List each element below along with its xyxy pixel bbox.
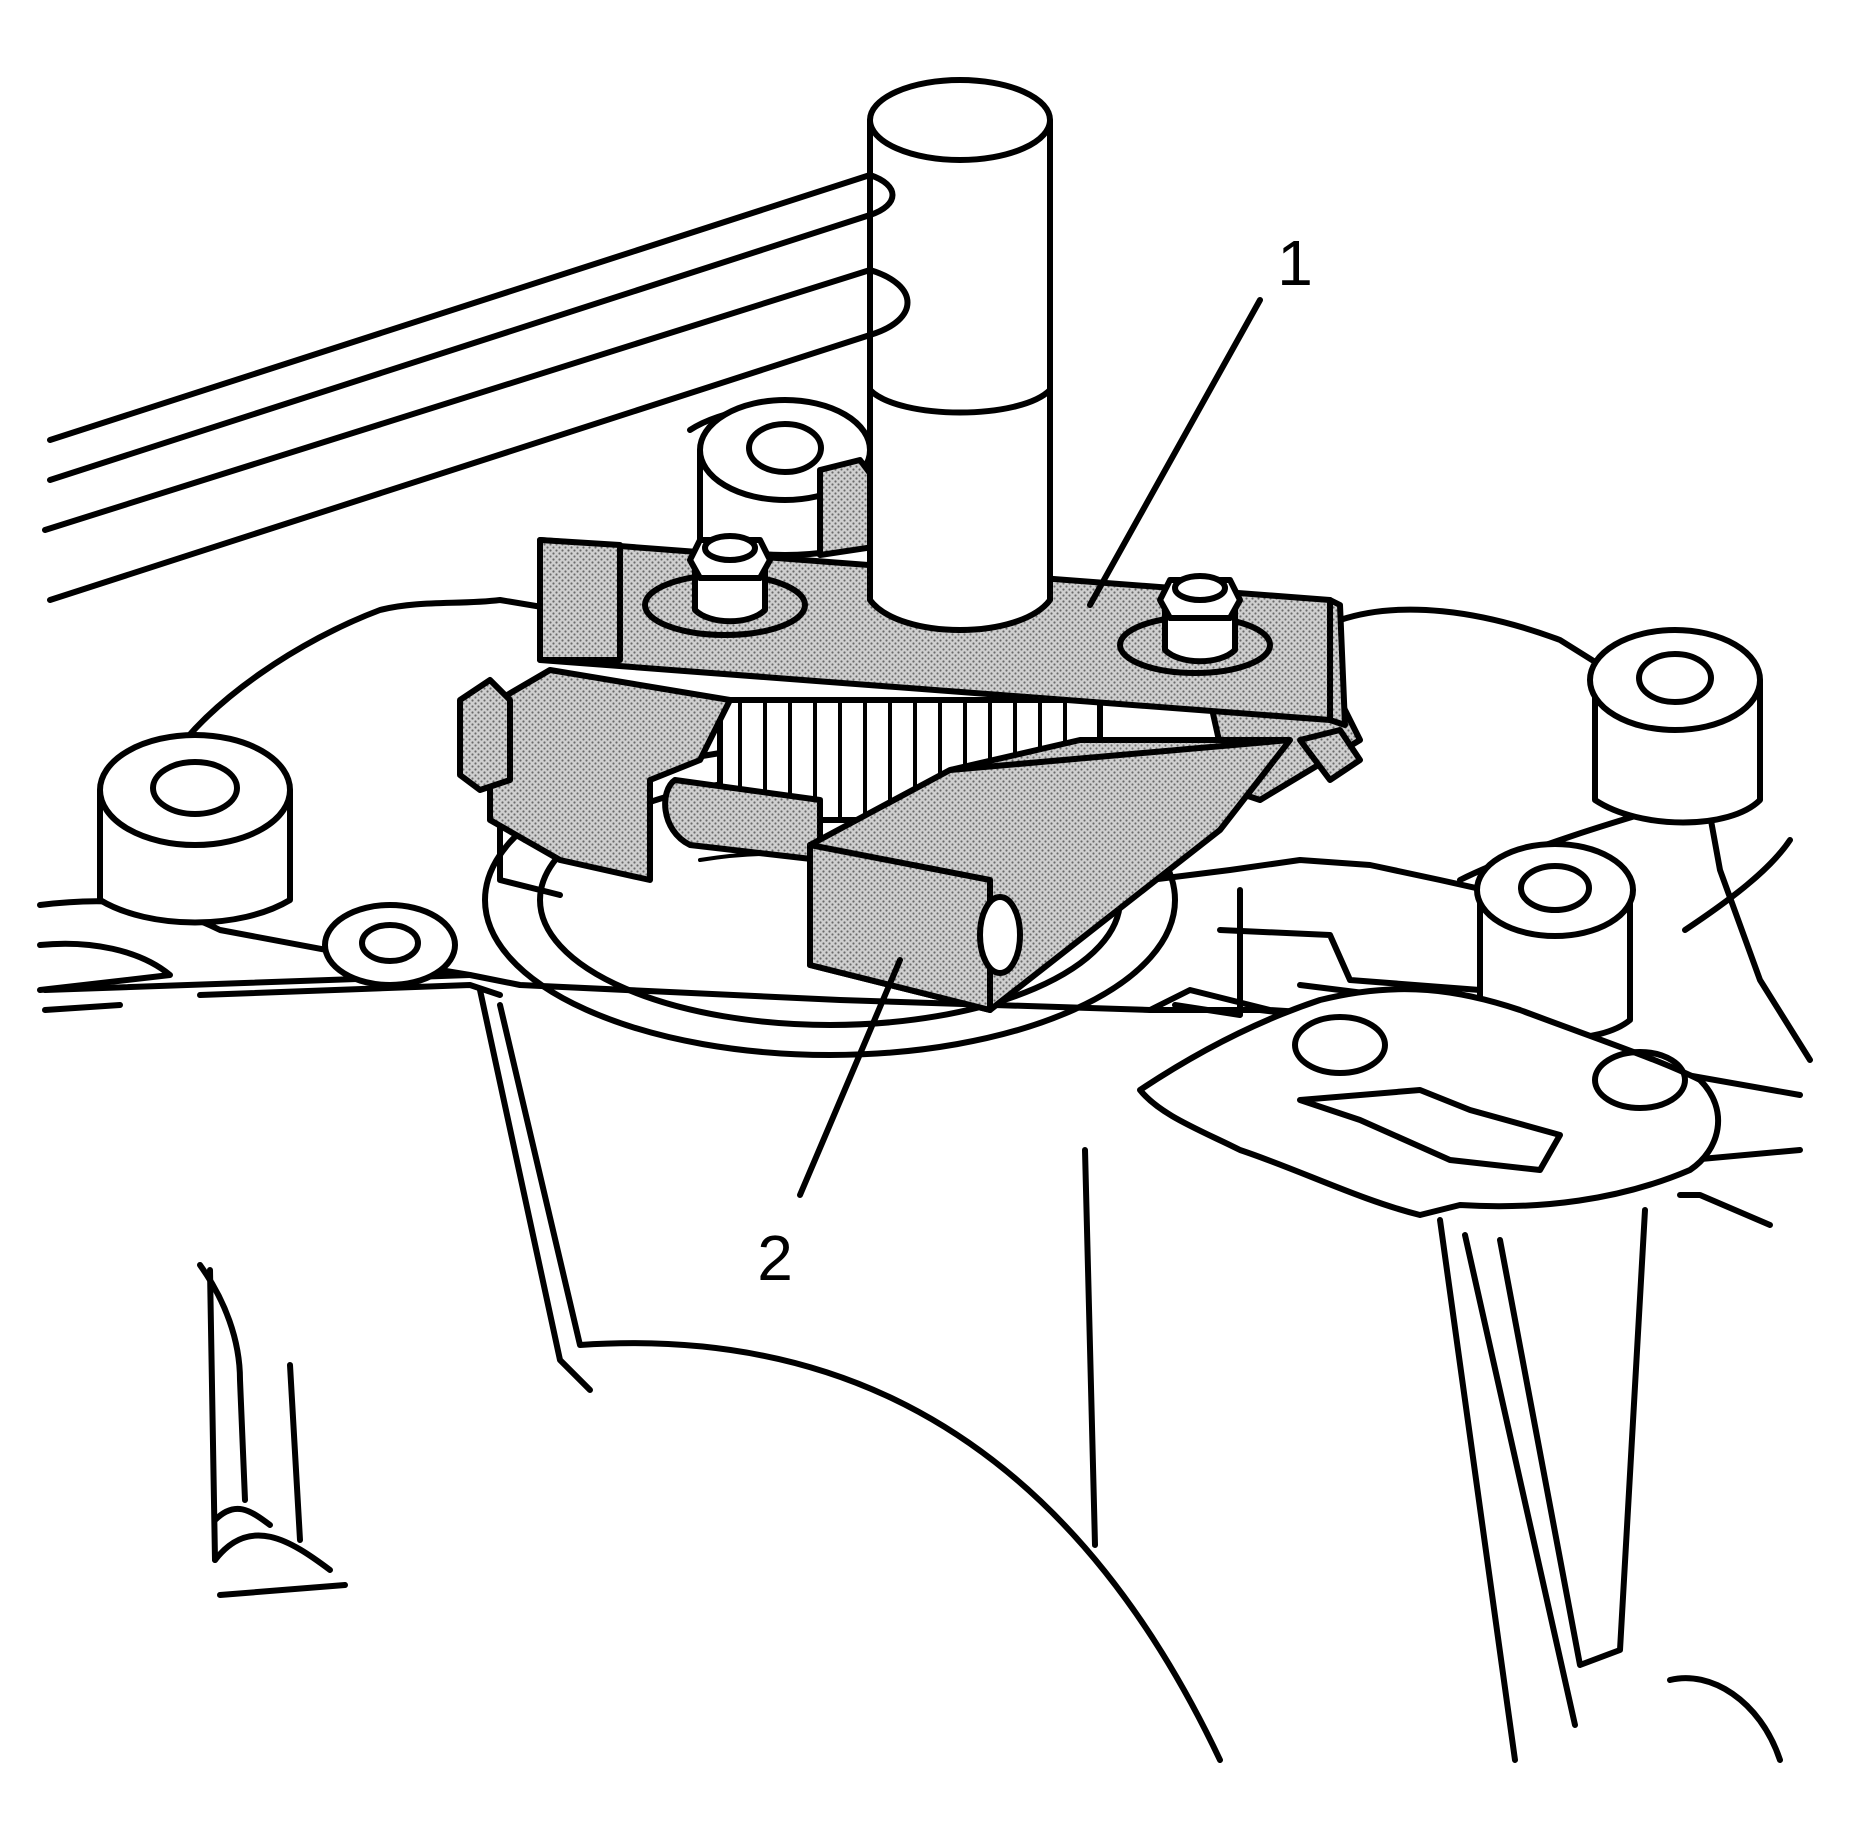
puller-arm [807,737,1293,1013]
bolt-right [1157,573,1243,665]
leader-line-2 [797,957,903,1198]
callout-2: 2 [757,1222,793,1294]
right-flange [1137,986,1721,1218]
right-center-boss [1474,841,1636,1042]
leader-lines [797,297,1263,1198]
bolt-left [687,533,773,625]
left-boss [97,732,293,926]
forcing-screw [867,77,1053,633]
callout-1: 1 [1277,227,1313,299]
left-front-boss [322,902,458,988]
t-handle-bars [42,172,911,603]
leader-line-1 [1087,297,1263,608]
housing [37,898,1803,1763]
puller-cross-pin [662,777,823,863]
right-rear-boss [1587,627,1763,826]
puller-jaw-left [457,667,733,883]
